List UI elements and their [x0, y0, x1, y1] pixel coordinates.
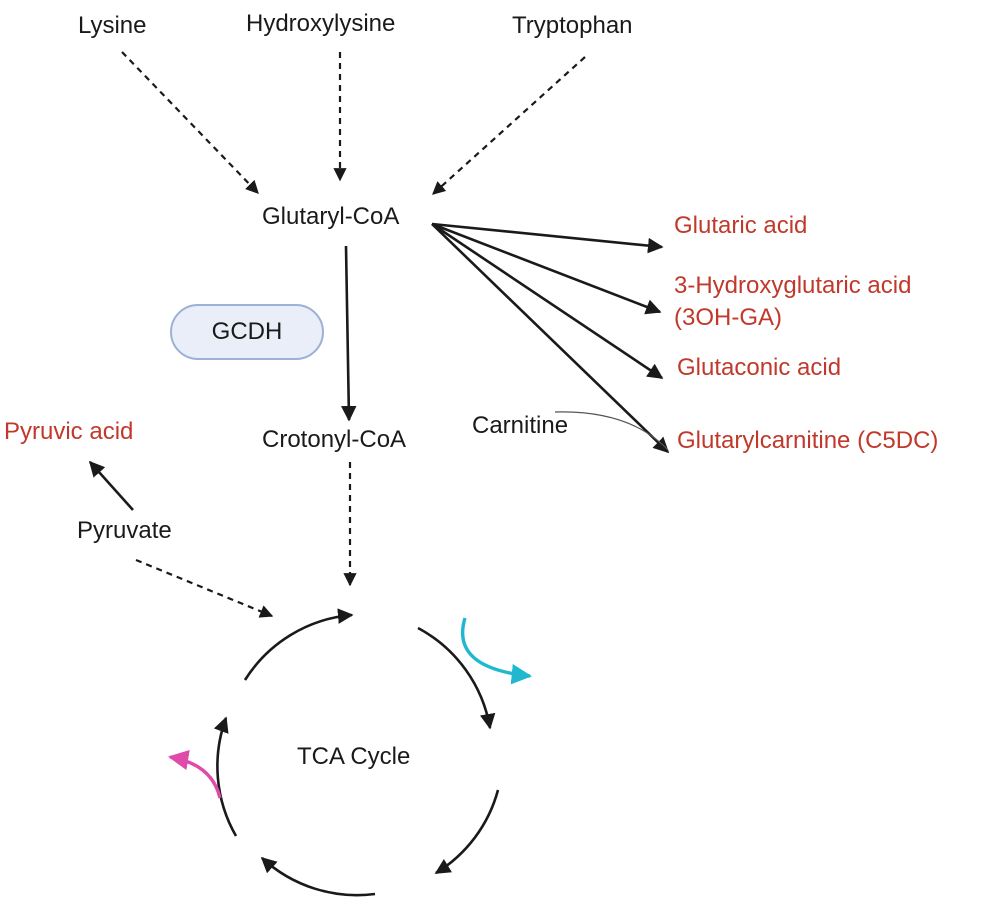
glutaryl-to-glutaric-arrow [431, 222, 664, 254]
crotonyl-coa-label: Crotonyl-CoA [262, 426, 407, 453]
glutaconic-acid-label: Glutaconic acid [677, 354, 842, 381]
glutaryl-to-glutarylcarnitine-arrow [431, 223, 670, 454]
hydroxyglutaric-acid-label: 3-Hydroxyglutaric acid [674, 272, 912, 299]
carnitine-label: Carnitine [472, 412, 569, 439]
lysine-to-glutaryl-arrow [121, 51, 259, 194]
tca-arc-bottom-right [434, 789, 500, 875]
glutaryl-to-glutaconic-arrow [431, 222, 664, 380]
lysine-label: Lysine [78, 12, 147, 39]
tryptophan-label: Tryptophan [512, 12, 633, 39]
glutaryl-to-crotonyl-arrow [340, 245, 357, 422]
hydroxyglutaric-acid-abbrev: (3OH-GA) [674, 304, 782, 331]
glutaryl-to-hydroxyglutaric-arrow [431, 222, 662, 315]
tca-arc-top [243, 608, 354, 681]
cyan-side-arrow [460, 617, 533, 685]
tca-arc-left [213, 716, 238, 837]
pyruvate-label: Pyruvate [77, 517, 172, 544]
glutarylcarnitine-label: Glutarylcarnitine (C5DC) [677, 427, 939, 454]
pyruvic-acid-label: Pyruvic acid [4, 418, 134, 445]
carnitine-curve [554, 411, 669, 451]
magenta-side-arrow [167, 749, 222, 799]
tca-arc-bottom [260, 856, 376, 897]
glutaryl-coa-label: Glutaryl-CoA [262, 203, 400, 230]
gcdh-label: GCDH [211, 318, 283, 345]
glutaric-acid-label: Glutaric acid [674, 212, 808, 239]
pyruvate-to-pyruvic-arrow [88, 460, 134, 511]
pyruvate-to-tca-arrow [135, 558, 274, 618]
tca-arc-right [417, 626, 496, 730]
gcdh-enzyme-badge: GCDH [170, 304, 324, 360]
tca-cycle-label: TCA Cycle [297, 743, 411, 770]
tryptophan-to-glutaryl-arrow [432, 56, 586, 195]
hydroxylysine-label: Hydroxylysine [246, 10, 396, 37]
